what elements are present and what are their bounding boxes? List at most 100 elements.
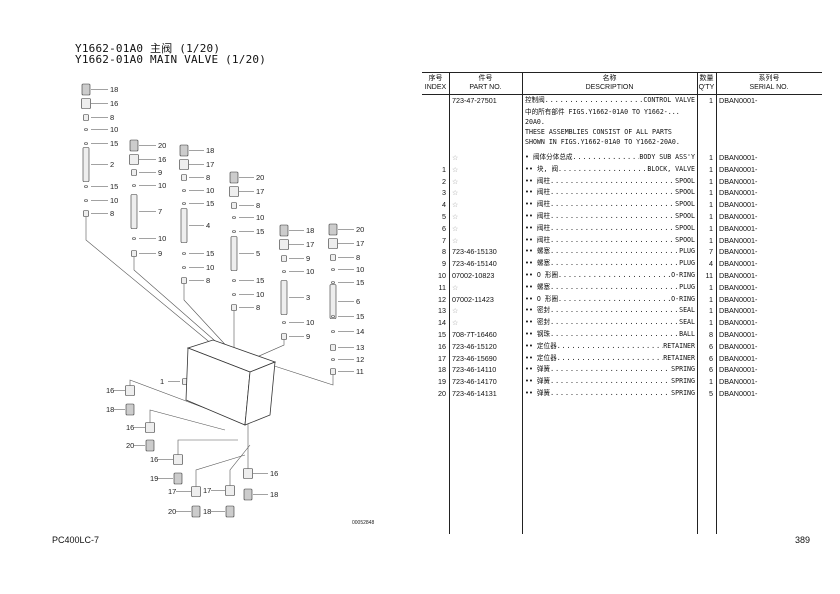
row-index: 19 [438,377,446,387]
row-part-number: ☆ [452,235,459,245]
table-row: 15 708-7T-16460 •• 钢珠BALL 8 DBAN0001- [422,329,822,341]
part-8-drawing [330,254,336,261]
row-index: 10 [438,271,446,280]
footer-page-number: 389 [795,535,811,545]
row-description: •• 阀柱SPOOL [525,187,695,199]
row-description: •• 阀柱SPOOL [525,223,695,235]
callout-label: 3 [306,293,310,302]
callout-label: 8 [206,173,210,182]
callout-label: 10 [256,213,264,222]
part-15-drawing [182,202,186,205]
row-index: 2 [442,176,446,186]
part-18-drawing [225,505,235,518]
assembly-line [149,409,226,431]
row-serial: DBAN0001- [719,318,758,328]
part-16-drawing [81,98,91,109]
row-qty: 1 [709,153,713,162]
callout-label: 10 [306,318,314,327]
part-8-drawing [231,304,237,311]
part-2-drawing [82,147,90,182]
callout-label: 10 [158,234,166,243]
callout-label: 10 [306,267,314,276]
row-part-number: 723-46-15130 [452,247,497,257]
row-qty: 1 [709,200,713,210]
callout-label: 9 [158,168,162,177]
part-20-drawing [145,439,155,452]
row-description: •• 阀柱SPOOL [525,199,695,211]
row-part-number: 723-46-14131 [452,389,497,398]
assembly-line [183,283,233,353]
callout-label: 8 [206,276,210,285]
row-part-number: 723-46-15690 [452,353,497,363]
part-9-drawing [281,255,287,262]
part-17-drawing [179,159,189,170]
row-serial: DBAN0001- [719,330,758,339]
callout-label: 20 [126,441,134,450]
table-row: ☆ • 阀体分体总成BODY SUB ASS'Y 1 DBAN0001- [422,152,822,164]
row-index: 9 [442,259,446,269]
callout-label: 15 [110,182,118,191]
part-20-drawing [129,139,139,152]
part-15-drawing [232,230,236,233]
callout-label: 16 [270,469,278,478]
part-12-drawing [331,358,335,361]
callout-label: 15 [256,276,264,285]
part-15-drawing [331,281,335,284]
callout-label: 10 [206,263,214,272]
table-row: 1 ☆ •• 块, 阀BLOCK, VALVE 1 DBAN0001- [422,164,822,176]
table-row: 5 ☆ •• 阀柱SPOOL 1 DBAN0001- [422,211,822,223]
assembly-serial: DBAN0001- [719,96,758,105]
row-part-number: ☆ [452,212,459,221]
row-index: 20 [438,389,446,398]
part-10-drawing [182,189,186,192]
row-qty: 1 [709,282,713,292]
part-8-drawing [83,210,89,217]
callout-label: 17 [203,486,211,495]
part-15-drawing [331,315,335,318]
row-index: 8 [442,247,446,257]
part-15-drawing [182,252,186,255]
row-description: •• 阀柱SPOOL [525,211,695,223]
part-17-drawing [229,186,239,197]
callout-label: 18 [270,490,278,499]
row-part-number: 708-7T-16460 [452,330,497,339]
row-index: 4 [442,200,446,210]
row-qty: 1 [709,294,713,304]
part-5-drawing [230,236,238,271]
row-index: 6 [442,223,446,233]
part-16-drawing [129,154,139,165]
part-16-drawing [125,385,135,396]
row-description: •• 密封SEAL [525,317,695,329]
part-11-drawing [330,368,336,375]
callout-label: 16 [110,99,118,108]
row-serial: DBAN0001- [719,353,758,363]
row-part-number: ☆ [452,282,459,292]
table-row: 6 ☆ •• 阀柱SPOOL 1 DBAN0001- [422,223,822,235]
part-8-drawing [231,202,237,209]
callout-label: 1 [160,377,164,386]
callout-label: 17 [256,187,264,196]
callout-label: 17 [168,487,176,496]
row-qty: 4 [709,259,713,269]
callout-label: 20 [168,507,176,516]
part-13-drawing [330,344,336,351]
row-description: •• 定位器RETAINER [525,341,695,353]
assembly-description: 控制阀CONTROL VALVE [525,95,695,107]
table-row: 7 ☆ •• 阀柱SPOOL 1 DBAN0001- [422,235,822,247]
part-4-drawing [180,208,188,243]
callout-label: 18 [306,226,314,235]
part-6-drawing [329,284,337,319]
row-index: 5 [442,212,446,221]
table-row: 14 ☆ •• 密封SEAL 1 DBAN0001- [422,317,822,329]
row-serial: DBAN0001- [719,377,758,387]
part-8-drawing [83,114,89,121]
row-description: •• 弹簧SPRING [525,376,695,388]
row-description: •• 螺塞PLUG [525,282,695,294]
callout-label: 16 [126,423,134,432]
row-part-number: ☆ [452,318,459,328]
callout-label: 18 [110,85,118,94]
figure-code: 00052848 [352,520,374,526]
table-row: 2 ☆ •• 阀柱SPOOL 1 DBAN0001- [422,176,822,188]
row-serial: DBAN0001- [719,365,758,375]
